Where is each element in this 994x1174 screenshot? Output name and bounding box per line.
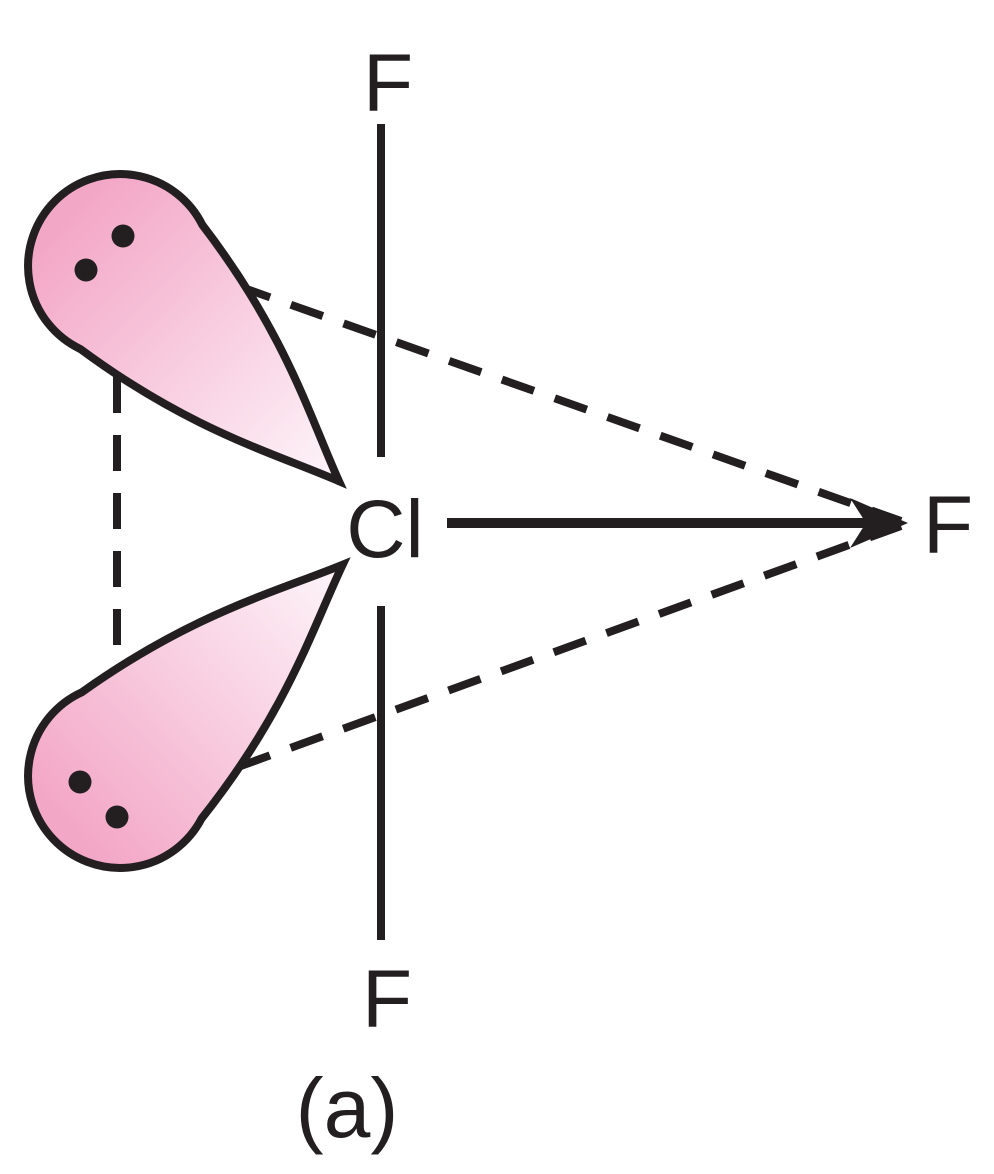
dashed-guide-upper xyxy=(236,282,903,525)
dashed-guide-lower xyxy=(236,522,903,771)
lone-pair-dot xyxy=(74,258,98,282)
lone-pair-dot xyxy=(105,805,129,829)
arrowhead-icon xyxy=(850,498,908,548)
bond-and-guide-lines xyxy=(113,124,903,940)
figure-caption: (a) xyxy=(296,1061,399,1155)
label-f-right: F xyxy=(923,480,973,571)
ink-filled-elements: F Cl F F (a) xyxy=(68,38,973,1155)
lone-pair-lobe-lower xyxy=(24,557,351,872)
lone-pair-lobes xyxy=(24,170,351,872)
label-f-bottom: F xyxy=(362,954,412,1045)
label-cl-central: Cl xyxy=(346,484,423,575)
lone-pair-lobe-upper xyxy=(24,170,347,489)
label-f-top: F xyxy=(363,38,413,129)
lone-pair-dot xyxy=(111,224,135,248)
lone-pair-dot xyxy=(68,770,92,794)
